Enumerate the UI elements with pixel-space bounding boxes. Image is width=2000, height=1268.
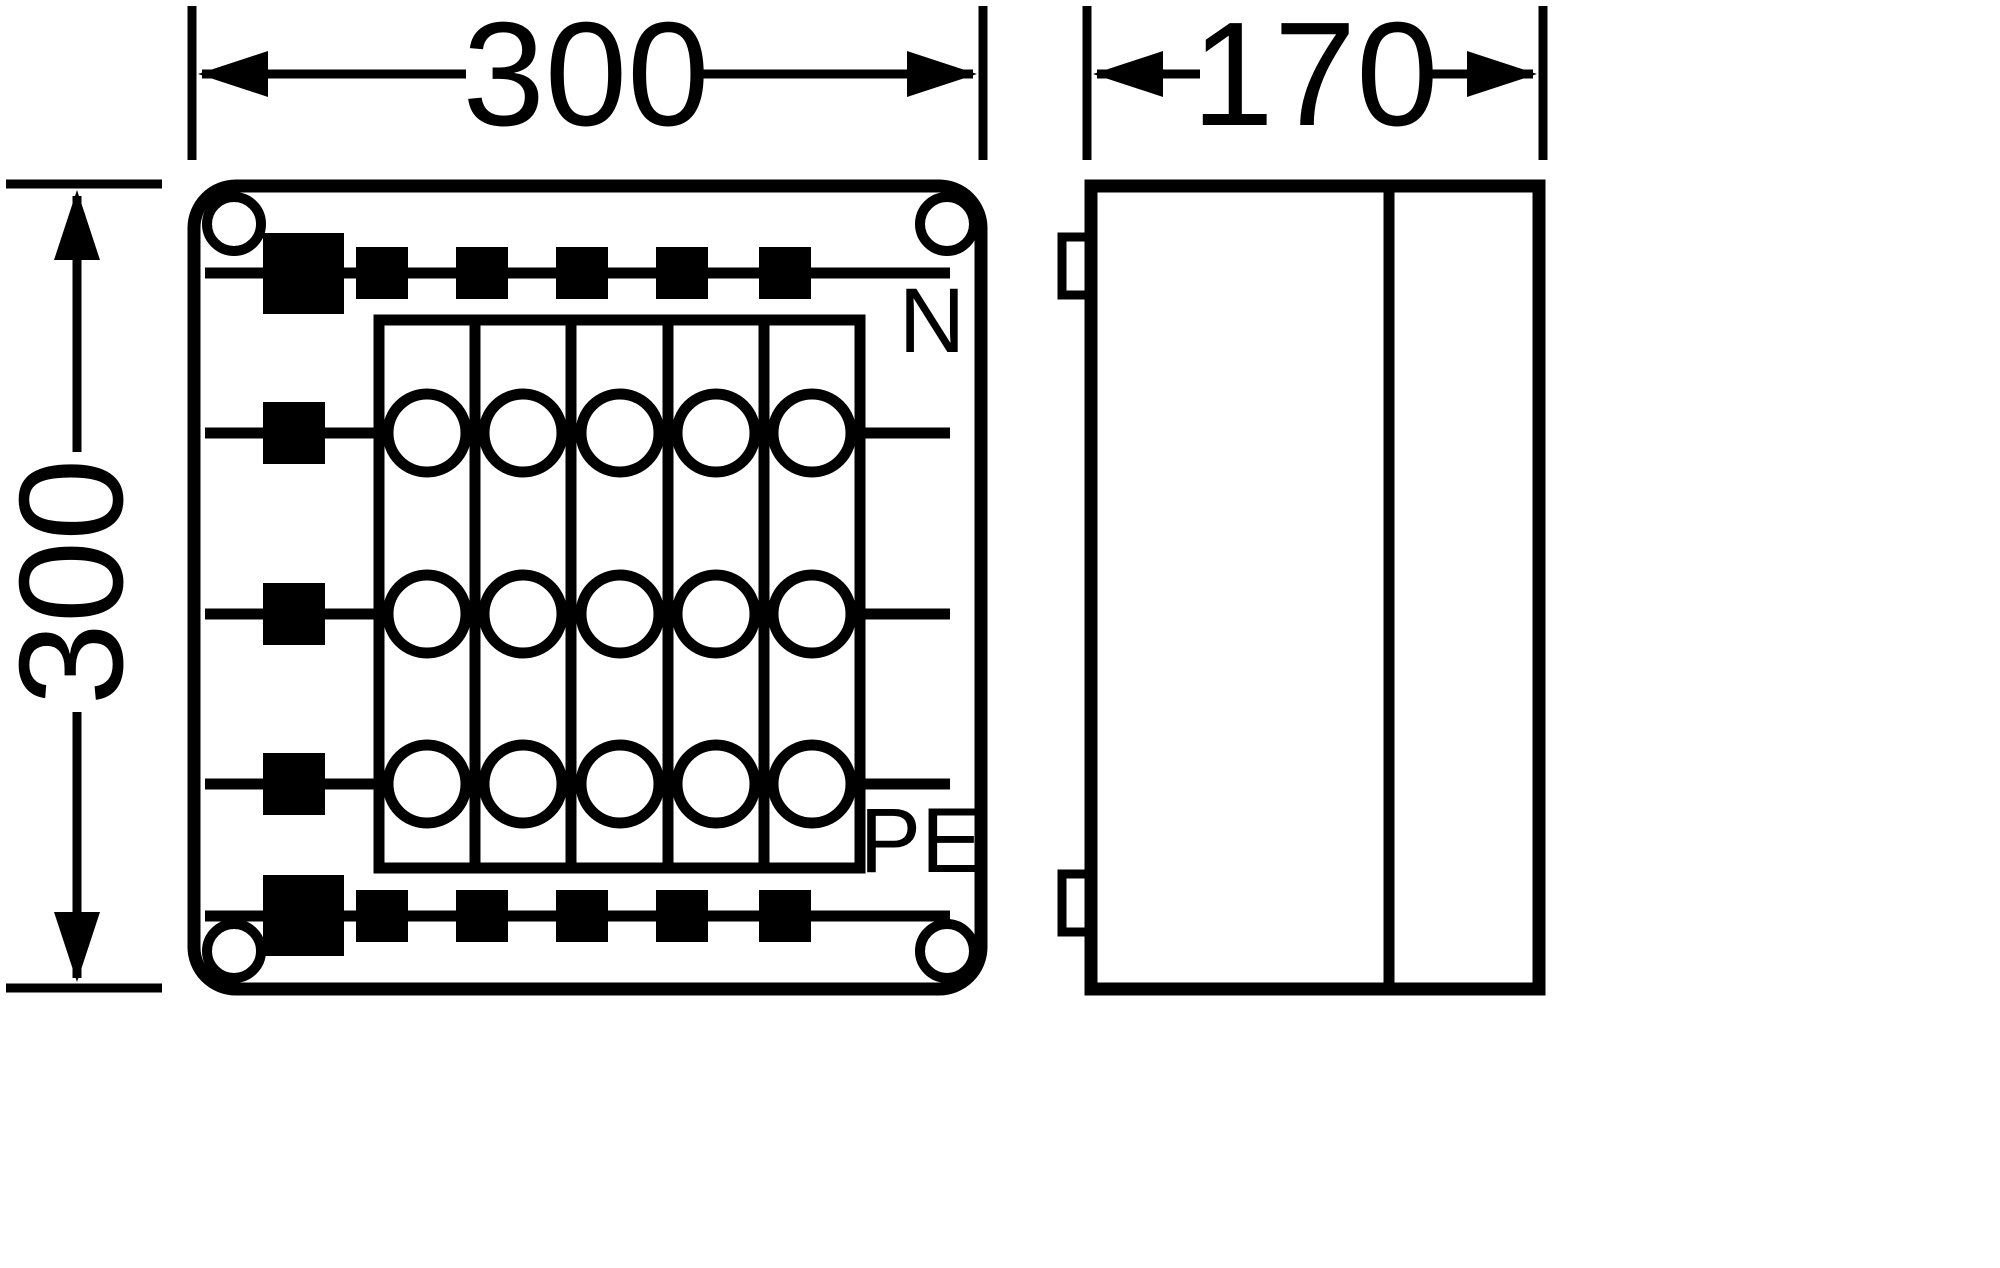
- row-conductors: [205, 402, 950, 815]
- terminal-circle: [382, 388, 472, 478]
- terminal-circle: [671, 388, 761, 478]
- mounting-hole: [202, 192, 266, 256]
- terminal-circle: [478, 569, 568, 659]
- busbar-clamp: [759, 890, 811, 942]
- busbar-clamp: [456, 247, 508, 299]
- side-view: [1057, 179, 1546, 996]
- side-depth-value: 170: [1192, 0, 1439, 157]
- neutral-busbar: [205, 233, 950, 314]
- arrowhead-right-icon: [1467, 51, 1537, 97]
- pe-label: PE: [860, 790, 983, 892]
- dimension-width-front: 300: [187, 0, 988, 160]
- terminal-circle: [767, 739, 857, 829]
- terminal-circle: [575, 569, 665, 659]
- row-feed-clamp: [263, 753, 325, 815]
- row-feed-clamp: [263, 402, 325, 464]
- terminal-circle: [575, 388, 665, 478]
- front-width-value: 300: [463, 0, 710, 157]
- arrowhead-down-icon: [54, 912, 100, 982]
- row-feed-clamp: [263, 583, 325, 645]
- terminal-circle: [767, 569, 857, 659]
- busbar-clamp: [656, 247, 708, 299]
- arrowhead-left-icon: [198, 51, 268, 97]
- terminal-circle: [575, 739, 665, 829]
- busbar-clamp: [556, 247, 608, 299]
- front-height-value: 300: [0, 459, 154, 706]
- busbar-clamp: [759, 247, 811, 299]
- busbar-clamp: [556, 890, 608, 942]
- terminal-circle: [382, 569, 472, 659]
- pe-busbar: [205, 875, 950, 956]
- terminal-circle: [382, 739, 472, 829]
- terminal-circle: [478, 388, 568, 478]
- busbar-clamp: [656, 890, 708, 942]
- front-view: N: [187, 179, 988, 996]
- terminal-circle: [671, 569, 761, 659]
- busbar-clamp: [356, 890, 408, 942]
- enclosure-outline-side: [1084, 179, 1546, 996]
- busbar-clamp: [456, 890, 508, 942]
- busbar-clamp: [356, 247, 408, 299]
- mounting-hole: [915, 192, 979, 256]
- arrowhead-left-icon: [1093, 51, 1163, 97]
- terminal-block: [373, 314, 866, 874]
- terminal-circle: [671, 739, 761, 829]
- terminal-circle: [767, 388, 857, 478]
- dimension-depth-side: 170: [1082, 0, 1548, 160]
- neutral-label: N: [899, 270, 965, 372]
- busbar-feed-clamp: [263, 875, 344, 956]
- mounting-hole: [915, 919, 979, 983]
- arrowhead-up-icon: [54, 190, 100, 260]
- dimension-height-front: 300: [0, 179, 162, 993]
- mounting-hole: [202, 919, 266, 983]
- terminal-circle: [478, 739, 568, 829]
- busbar-feed-clamp: [263, 233, 344, 314]
- arrowhead-right-icon: [907, 51, 977, 97]
